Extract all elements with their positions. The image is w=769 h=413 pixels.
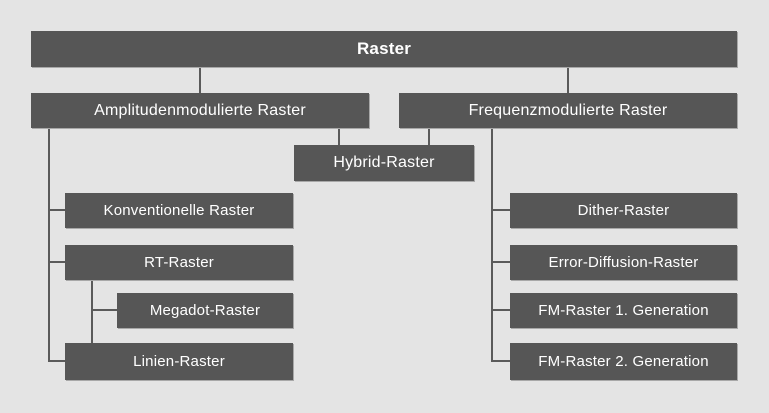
node-konventionelle-raster: Konventionelle Raster <box>65 193 293 228</box>
connector-stub-fm-gen2 <box>491 360 510 362</box>
node-raster: Raster <box>31 31 737 67</box>
node-fm-raster-1-generation: FM-Raster 1. Generation <box>510 293 737 328</box>
connector-frequenz-to-hybrid <box>428 128 430 145</box>
node-frequenzmodulierte-raster: Frequenzmodulierte Raster <box>399 93 737 128</box>
connector-root-to-amplituden <box>199 67 201 93</box>
node-amplitudenmodulierte-raster: Amplitudenmodulierte Raster <box>31 93 369 128</box>
connector-stub-rt-raster <box>48 261 65 263</box>
connector-amplituden-to-hybrid <box>338 128 340 145</box>
node-fm-raster-2-generation: FM-Raster 2. Generation <box>510 343 737 380</box>
node-linien-raster: Linien-Raster <box>65 343 293 380</box>
node-hybrid-raster: Hybrid-Raster <box>294 145 474 181</box>
connector-rail-amplituden-children <box>48 128 50 362</box>
connector-root-to-frequenz <box>567 67 569 93</box>
connector-rail-frequenz-children <box>491 128 493 362</box>
connector-stub-megadot <box>91 309 117 311</box>
connector-stub-konventionelle <box>48 209 65 211</box>
connector-stub-dither <box>491 209 510 211</box>
connector-stub-fm-gen1 <box>491 309 510 311</box>
node-rt-raster: RT-Raster <box>65 245 293 280</box>
node-dither-raster: Dither-Raster <box>510 193 737 228</box>
connector-stub-linien-raster <box>48 360 65 362</box>
node-megadot-raster: Megadot-Raster <box>117 293 293 328</box>
connector-stub-error-diffusion <box>491 261 510 263</box>
node-error-diffusion-raster: Error-Diffusion-Raster <box>510 245 737 280</box>
connector-rail-rt-children <box>91 280 93 343</box>
